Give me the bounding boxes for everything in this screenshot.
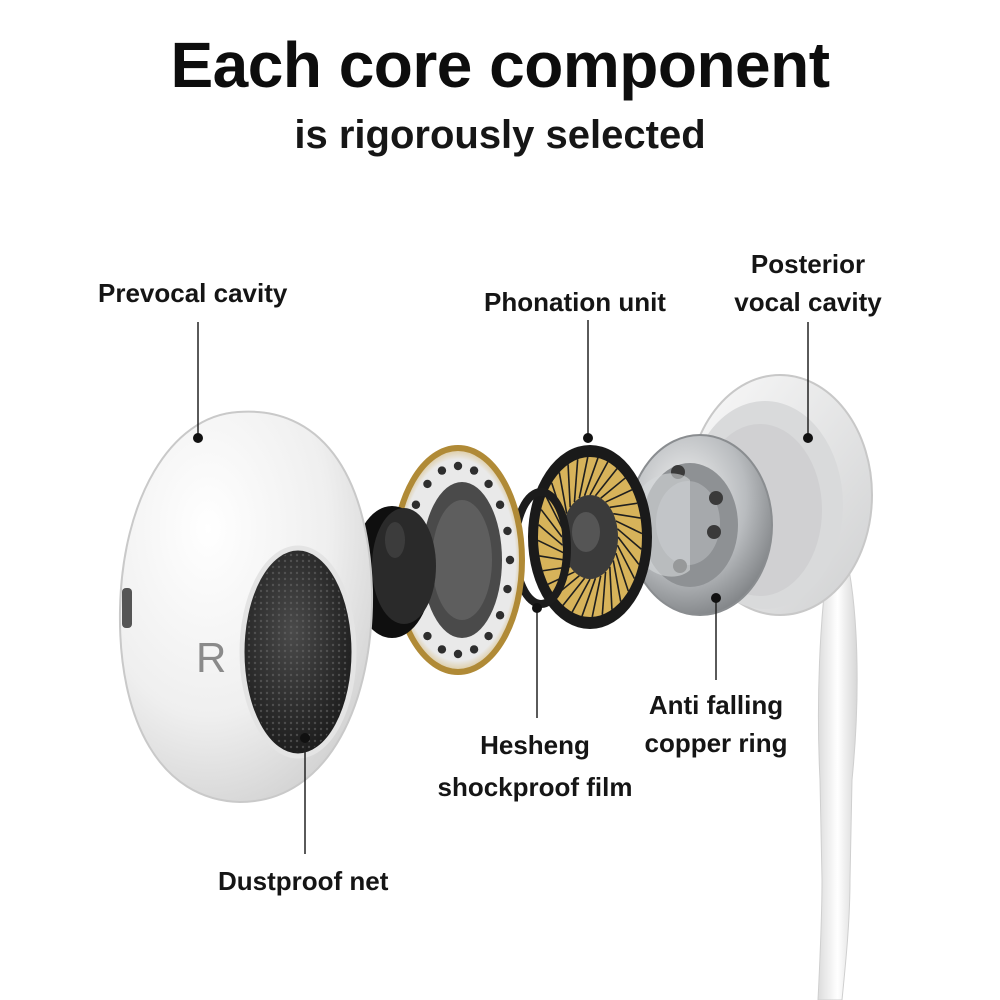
label-hesheng-line2: shockproof film	[437, 772, 633, 802]
driver-spoke	[616, 544, 636, 579]
label-hesheng-shockproof-film: Hesheng shockproof film	[428, 726, 642, 806]
front-shell: R	[118, 410, 374, 804]
ring-hole	[505, 555, 515, 565]
ring-hole	[423, 479, 432, 489]
driver-spoke	[615, 520, 643, 535]
ring-hole	[437, 466, 447, 475]
driver-spoke	[571, 578, 591, 613]
driver-spoke	[538, 524, 564, 546]
driver-spoke	[609, 566, 613, 610]
label-hesheng-line1: Hesheng	[480, 730, 590, 760]
label-dustproof-net: Dustproof net	[218, 866, 389, 896]
leader-dot-prevocal	[193, 433, 203, 443]
label-posterior-line1: Posterior	[750, 249, 866, 279]
driver-spoke	[573, 459, 579, 503]
page-title: Each core component	[170, 29, 830, 101]
driver-spoke	[609, 502, 638, 509]
label-anti-line2: copper ring	[644, 728, 788, 758]
driver-spoke	[544, 495, 564, 530]
driver-spoke	[537, 539, 565, 554]
driver-spoke	[601, 571, 607, 615]
driver-spoke	[594, 468, 618, 497]
leader-dot-hesheng	[532, 603, 542, 613]
driver-spoke	[616, 528, 642, 550]
driver-spoke	[605, 489, 633, 503]
ring-hole	[495, 500, 505, 509]
ring-hole	[495, 611, 505, 620]
ring-hole	[503, 584, 512, 594]
leader-dot-phonation	[583, 433, 593, 443]
ring-hole	[453, 649, 463, 659]
label-posterior-vocal-cavity: Posterior vocal cavity	[728, 245, 888, 321]
driver-spoke	[589, 461, 609, 496]
earbud-side-mark: R	[196, 634, 226, 681]
driver-spoke	[600, 477, 626, 499]
label-anti-line1: Anti falling	[648, 690, 784, 720]
driver-spoke	[567, 464, 571, 508]
ring-hole	[484, 631, 493, 641]
leader-dot-anti-falling	[711, 593, 721, 603]
ring-hole	[503, 526, 512, 536]
ring-hole	[437, 645, 447, 654]
driver-spoke	[615, 552, 630, 592]
ring-hole	[469, 466, 479, 475]
ring-hole	[423, 631, 432, 641]
page-subtitle: is rigorously selected	[294, 113, 706, 157]
label-phonation-unit: Phonation unit	[484, 287, 666, 317]
ring-hole	[453, 461, 463, 471]
driver-spoke	[617, 536, 640, 565]
leader-dot-posterior	[803, 433, 813, 443]
ring-hole	[469, 645, 479, 654]
label-prevocal-cavity: Prevocal cavity	[98, 278, 288, 308]
driver-spoke	[613, 512, 641, 519]
label-anti-falling-copper-ring: Anti falling copper ring	[640, 686, 792, 762]
ring-hole	[484, 479, 493, 489]
driver-spoke	[540, 509, 563, 538]
driver-spoke	[539, 555, 567, 562]
driver-spoke	[581, 577, 597, 617]
driver-spoke	[583, 457, 599, 497]
gold-ring-plate	[391, 445, 525, 675]
label-posterior-line2: vocal cavity	[734, 287, 882, 317]
driver-spoke	[562, 577, 586, 606]
ring-hole	[411, 500, 421, 509]
driver-spoke	[591, 575, 602, 618]
leader-dot-dustproof	[300, 733, 310, 743]
driver-spoke	[558, 472, 568, 514]
driver-spoke	[578, 456, 589, 499]
leader-lines	[193, 320, 813, 854]
metal-cup	[627, 434, 773, 616]
driver-spoke	[612, 560, 622, 602]
